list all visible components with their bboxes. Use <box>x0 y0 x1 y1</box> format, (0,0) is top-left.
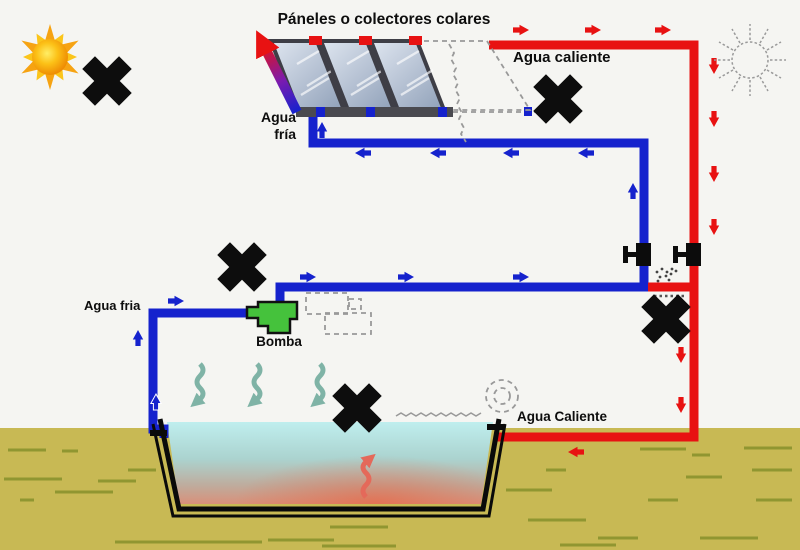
dashed-sun-icon <box>714 24 786 96</box>
label-cold-panel: Agua fría <box>261 109 296 142</box>
solar-collectors <box>256 30 556 143</box>
coil-ghost <box>395 379 519 417</box>
pump-ghost-outline <box>305 292 372 335</box>
label-cold-supply: Agua fria <box>84 298 141 313</box>
cold-stub <box>438 107 447 117</box>
heat-glow <box>235 455 493 504</box>
evaporation-arrow <box>310 362 326 408</box>
coil-ghost-icon <box>485 379 519 413</box>
pool-basin <box>150 418 507 518</box>
squiggle-line <box>395 412 482 417</box>
label-hot-bottom: Agua Caliente <box>517 409 608 424</box>
evaporation-arrow <box>247 362 263 408</box>
ghost-panel <box>424 40 532 143</box>
label-cold-panel-line1: Agua <box>261 109 296 125</box>
gradient-flow-arrow <box>256 30 302 115</box>
diagram-title: Páneles o colectores colares <box>278 11 491 28</box>
hot-pipe-circuit <box>489 40 699 442</box>
label-hot-top: Agua caliente <box>513 49 611 66</box>
pump-body <box>245 300 299 335</box>
cold-stub <box>316 107 325 117</box>
pool-wall-outer <box>151 423 507 518</box>
hot-stub <box>359 36 372 45</box>
hot-pipe-main <box>489 40 699 442</box>
sun-icon <box>21 24 79 90</box>
coil-ghost-icon <box>493 387 511 405</box>
hot-stub <box>409 36 422 45</box>
pool-lip-right <box>487 424 504 430</box>
cold-stub <box>366 107 375 117</box>
ground-texture <box>4 446 792 548</box>
hot-stub <box>309 36 322 45</box>
cold-stub-ghost <box>524 107 532 116</box>
label-cold-panel-line2: fría <box>274 126 296 142</box>
pump <box>245 292 372 335</box>
pool-wavy-arrows <box>190 362 376 499</box>
valve-cold <box>623 243 651 266</box>
pool-water <box>167 422 493 504</box>
heat-rise-arrow <box>360 453 376 499</box>
bypass-scribble <box>654 267 684 298</box>
pool-wall-inner <box>157 418 502 512</box>
cold-pipe-main <box>275 103 649 301</box>
valve-hot <box>673 243 701 266</box>
label-pump: Bomba <box>256 334 302 349</box>
pool-lip-left <box>150 430 167 436</box>
evaporation-arrow <box>190 362 206 408</box>
